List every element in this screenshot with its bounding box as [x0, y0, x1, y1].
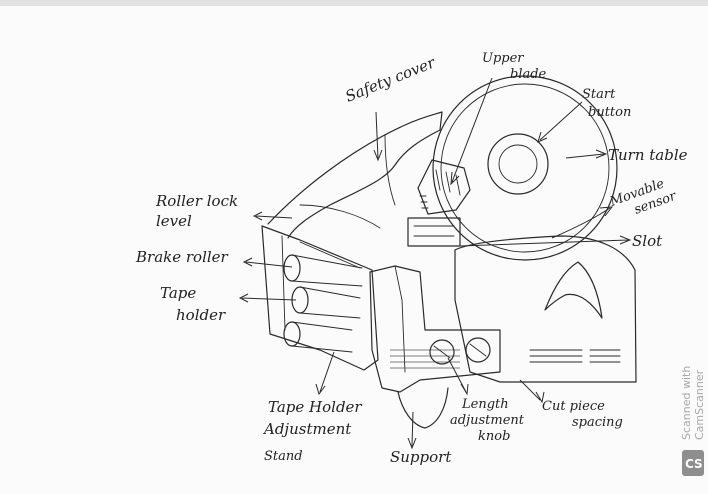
watermark-line1: Scanned with: [680, 366, 693, 440]
label-roller-lock-2: level: [156, 212, 192, 230]
label-length-adj-2: adjustment: [450, 413, 525, 428]
label-slot: Slot: [632, 232, 663, 250]
label-tape-holder-2: holder: [176, 306, 226, 324]
watermark-line2: CamScanner: [693, 369, 706, 440]
paper-top-shadow: [0, 0, 708, 6]
label-upper-blade: Upper: [482, 51, 524, 66]
label-start-button-2: button: [588, 105, 631, 120]
label-start-button: Start: [582, 87, 616, 102]
label-cut-piece-2: spacing: [572, 415, 623, 430]
label-support: Support: [390, 448, 452, 466]
label-upper-blade-2: blade: [510, 67, 547, 82]
label-cut-piece: Cut piece: [542, 399, 605, 414]
label-length-adj: Length: [461, 397, 509, 412]
label-brake-roller: Brake roller: [135, 248, 229, 266]
label-tape-holder-adj-2: Adjustment: [262, 420, 352, 438]
label-tape-holder: Tape: [160, 284, 196, 302]
camscanner-logo-icon: CS: [682, 450, 704, 476]
label-tape-holder-adj-3: Stand: [264, 449, 303, 464]
label-length-adj-3: knob: [478, 429, 510, 444]
label-roller-lock: Roller lock: [155, 192, 238, 210]
camscanner-logo-text: CS: [685, 457, 703, 471]
label-tape-holder-adj: Tape Holder: [268, 398, 362, 416]
label-turn-table: Turn table: [608, 146, 688, 164]
camscanner-watermark: Scanned with CamScanner CS: [680, 366, 706, 476]
